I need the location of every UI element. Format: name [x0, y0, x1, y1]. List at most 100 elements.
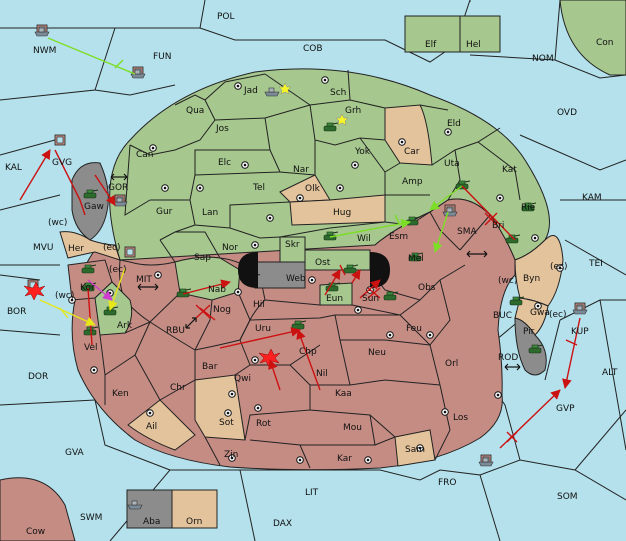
label-gaw: Gaw: [84, 202, 104, 212]
label-lan: Lan: [202, 208, 218, 218]
label-bar: Bar: [202, 362, 218, 372]
label-nom: NOM: [532, 54, 554, 64]
label-pol: POL: [217, 12, 235, 22]
region-orn[interactable]: [171, 489, 218, 529]
label-kam: KAM: [582, 193, 602, 203]
label-ail: Ail: [146, 422, 157, 432]
label-gvg: GVG: [52, 158, 72, 168]
label-coast-her-wc: (wc): [48, 218, 67, 228]
label-lit: LIT: [305, 488, 319, 498]
label-nab: Nab: [208, 285, 226, 295]
label-gur: Gur: [156, 207, 173, 217]
label-wil: Wil: [357, 234, 371, 244]
label-sam: Sam: [405, 445, 425, 455]
label-bor: BOR: [7, 307, 26, 317]
label-cob: COB: [303, 44, 323, 54]
label-sch: Sch: [330, 88, 346, 98]
label-mvu: MVU: [33, 243, 54, 253]
region-nab[interactable]: [174, 256, 241, 301]
label-ovd: OVD: [557, 108, 577, 118]
label-los: Los: [453, 413, 468, 423]
label-jad: Jad: [243, 86, 258, 96]
label-vel: Vel: [84, 343, 98, 353]
region-car[interactable]: [384, 104, 433, 166]
label-fun: FUN: [153, 52, 172, 62]
label-hug: Hug: [333, 208, 351, 218]
region-pir[interactable]: [514, 317, 547, 376]
label-esm: Esm: [389, 232, 408, 242]
label-rot: Rot: [256, 419, 271, 429]
label-uru: Uru: [255, 324, 271, 334]
conflict-markers: [23, 82, 349, 368]
label-sot: Sot: [219, 418, 234, 428]
region-hel[interactable]: [459, 15, 501, 53]
label-coast-byn-wc: (wc): [498, 276, 517, 286]
label-rbu: RBU: [166, 326, 185, 336]
label-feu: Feu: [406, 324, 422, 334]
label-ost: Ost: [315, 258, 331, 268]
label-kup: KUP: [571, 327, 589, 337]
label-gva: GVA: [65, 448, 85, 458]
region-elf[interactable]: [404, 15, 461, 53]
label-zin: Zin: [224, 450, 238, 460]
label-gwa: Gwa: [530, 308, 550, 318]
label-buc: BUC: [493, 311, 512, 321]
label-coast-her-ec: (ec): [103, 243, 121, 253]
label-coast-kor-ec: (ec): [109, 265, 127, 275]
label-nog: Nog: [213, 305, 231, 315]
label-mit: MIT: [136, 275, 152, 285]
label-swm: SWM: [80, 513, 102, 523]
region-byn[interactable]: [514, 235, 564, 307]
label-nar: Nar: [293, 165, 309, 175]
impassable-areas: [238, 252, 390, 288]
label-con: Con: [596, 38, 614, 48]
home-marker-mit: [124, 246, 136, 258]
label-orn: Orn: [186, 517, 202, 527]
label-cow: Cow: [26, 527, 45, 537]
label-byn: Byn: [523, 274, 540, 284]
home-marker-gvg: [54, 134, 66, 146]
label-kar: Kar: [337, 454, 352, 464]
label-hel: Hel: [466, 40, 481, 50]
label-rie: Rie: [521, 203, 536, 213]
label-can: Can: [136, 150, 154, 160]
label-web: Web: [286, 274, 306, 284]
region-con[interactable]: [559, 0, 626, 76]
label-tei: TEI: [588, 259, 603, 269]
label-kal: KAL: [5, 163, 22, 173]
label-ken: Ken: [112, 389, 129, 399]
label-sun: Sun: [362, 294, 379, 304]
label-mel: Mel: [408, 254, 424, 264]
label-bri: Bri: [492, 221, 504, 231]
label-orl: Orl: [445, 359, 458, 369]
label-sap: Sap: [194, 253, 211, 263]
label-amp: Amp: [402, 177, 423, 187]
label-aba: Aba: [143, 517, 160, 527]
label-neu: Neu: [368, 348, 386, 358]
label-qua: Qua: [186, 106, 204, 116]
label-nwm: NWM: [33, 46, 56, 56]
region-cow[interactable]: [0, 477, 76, 541]
label-car: Car: [404, 147, 420, 157]
label-fro: FRO: [438, 478, 457, 488]
label-dor: DOR: [28, 372, 48, 382]
label-ark: Ark: [117, 321, 133, 331]
label-rod: ROD: [498, 353, 518, 363]
label-dax: DAX: [273, 519, 292, 529]
label-obs: Obs: [418, 283, 436, 293]
region-ail[interactable]: [127, 399, 196, 451]
region-her[interactable]: [59, 231, 121, 261]
label-chr: Chr: [170, 383, 186, 393]
label-olk: Olk: [305, 184, 321, 194]
label-mou: Mou: [343, 423, 362, 433]
label-elf: Elf: [425, 40, 437, 50]
label-uta: Uta: [444, 159, 460, 169]
label-hil: Hil: [253, 300, 265, 310]
label-tel: Tel: [252, 183, 265, 193]
label-eld: Eld: [447, 119, 461, 129]
label-nil: Nil: [316, 369, 328, 379]
label-sma: SMA: [457, 227, 477, 237]
region-labels: POL COB FUN NWM NOM Con Elf Hel OVD KAM …: [5, 12, 618, 537]
orders: [19, 37, 581, 449]
label-grh: Grh: [345, 106, 361, 116]
